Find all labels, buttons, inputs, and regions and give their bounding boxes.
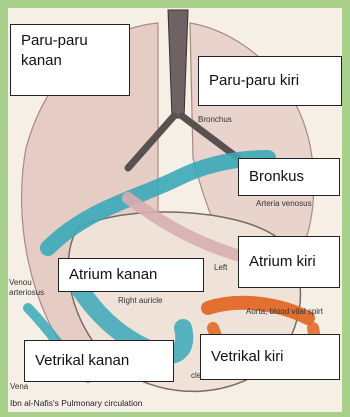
label-atrium-kiri: Atrium kiri [238,236,340,288]
bronchi-shape [124,112,242,172]
label-paru-paru-kanan: Paru-paru kanan [10,24,130,96]
label-atrium-kanan: Atrium kanan [58,258,204,292]
cle-original-text: cle [191,371,202,380]
right-auricle-original-text: Right auricle [118,296,163,305]
venous-original-text-2: arteriosus [9,288,45,297]
label-paru-paru-kiri: Paru-paru kiri [198,56,342,106]
venous-original-text-1: Venou [9,278,32,287]
figure-caption: Ibn al-Nafis's Pulmonary circulation [10,398,143,408]
trachea-shape [167,9,189,119]
label-bronkus: Bronkus [238,158,340,196]
left-original-text: Left [214,263,228,272]
aorta-orange [201,295,315,325]
arteria-venosus-original-text: Arteria venosus [256,199,312,208]
label-vetrikal-kanan: Vetrikal kanan [24,340,174,382]
vena-original-text: Vena [10,382,29,391]
label-vetrikal-kiri: Vetrikal kiri [200,334,340,380]
aorta-original-text: Aorta, blood vital spirt [246,307,323,316]
diagram-sheet: Bronchus Arteria venosus Left Venou arte… [8,8,342,412]
pulmonary-artery-blue [40,150,276,256]
bronchus-original-text: Bronchus [198,115,232,124]
pulmonary-vein-pink [122,192,254,264]
